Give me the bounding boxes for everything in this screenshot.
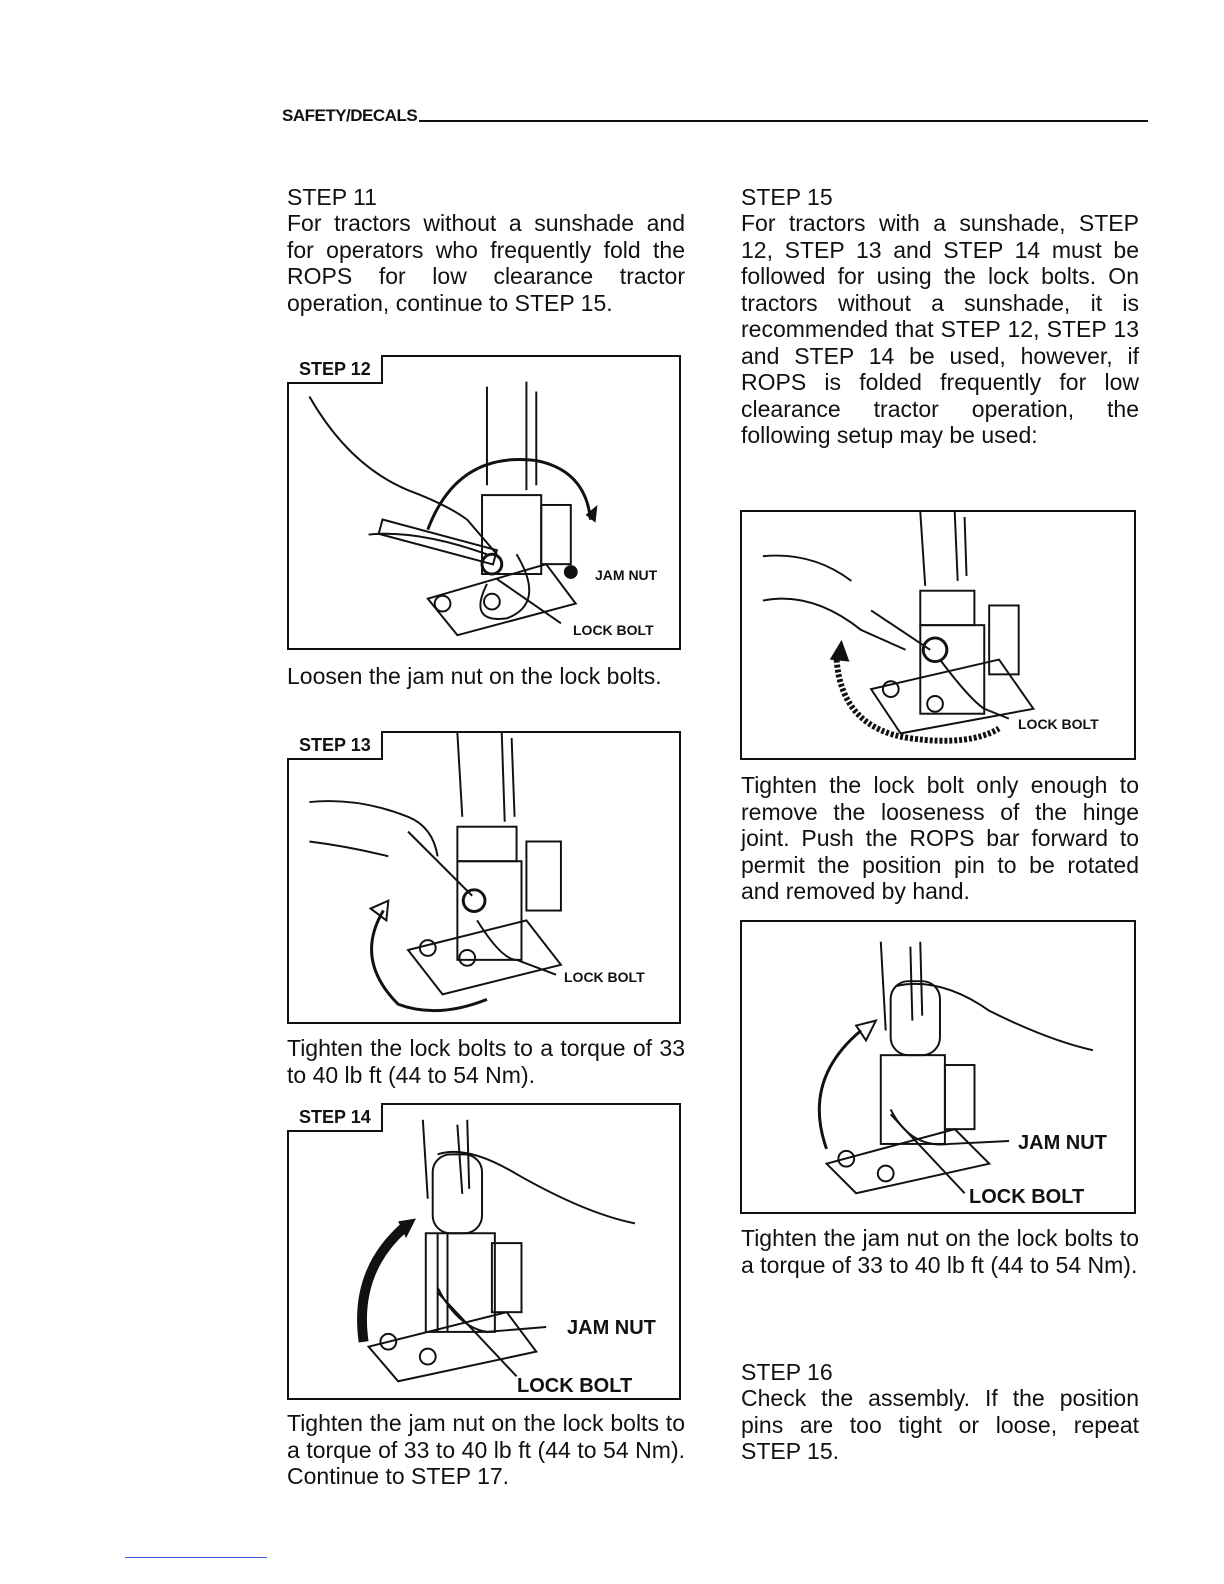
step12-caption-block: Loosen the jam nut on the lock bolts. — [287, 663, 685, 690]
lock-bolt-callout: LOCK BOLT — [517, 1375, 633, 1397]
jam-nut-callout: JAM NUT — [567, 1317, 656, 1339]
step13-illustration — [309, 733, 563, 1013]
step15-title: STEP 15 — [741, 184, 833, 210]
step14-illustration — [357, 1119, 636, 1383]
section-title: SAFETY/DECALS — [282, 106, 418, 125]
step11-block: STEP 11 For tractors without a sunshade … — [287, 184, 685, 316]
step16-block: STEP 16 Check the assembly. If the posit… — [741, 1359, 1139, 1465]
figure-step14-label: STEP 14 — [287, 1103, 383, 1132]
figure-step15-lock-bolt: LOCK BOLT — [740, 510, 1136, 760]
step15-jam-nut-illustration — [817, 941, 1094, 1195]
figure-step12: STEP 12 JAM NUT LOCK BOLT — [287, 355, 681, 650]
step15-text: For tractors with a sunshade, STEP 12, S… — [741, 210, 1139, 448]
step11-text: For tractors without a sunshade and for … — [287, 210, 685, 316]
figure-step13: STEP 13 LOCK BOLT — [287, 731, 681, 1024]
step12-caption: Loosen the jam nut on the lock bolts. — [287, 663, 662, 689]
figure-step15-jam-nut: JAM NUT LOCK BOLT — [740, 920, 1136, 1214]
lock-bolt-callout: LOCK BOLT — [969, 1186, 1085, 1208]
step15-caption-a: Tighten the lock bolt only enough to rem… — [741, 772, 1139, 904]
jam-nut-callout: JAM NUT — [595, 567, 658, 583]
footer-divider — [125, 1557, 267, 1558]
figure-step13-label: STEP 13 — [287, 731, 383, 760]
step14-caption-block: Tighten the jam nut on the lock bolts to… — [287, 1410, 685, 1490]
header-rule — [419, 120, 1148, 122]
page-header: SAFETY/DECALS — [282, 100, 1148, 126]
lock-bolt-callout: LOCK BOLT — [564, 969, 645, 985]
step15-caption-a-block: Tighten the lock bolt only enough to rem… — [741, 772, 1139, 905]
step15-caption-b: Tighten the jam nut on the lock bolts to… — [741, 1225, 1139, 1278]
jam-nut-callout: JAM NUT — [1018, 1132, 1107, 1154]
step12-illustration — [308, 381, 598, 637]
step15-lock-bolt-illustration — [762, 512, 1036, 744]
step16-title: STEP 16 — [741, 1359, 833, 1385]
figure-step14: STEP 14 JAM NUT LOCK BOLT — [287, 1103, 681, 1400]
step15-caption-b-block: Tighten the jam nut on the lock bolts to… — [741, 1225, 1139, 1278]
step13-caption-block: Tighten the lock bolts to a torque of 33… — [287, 1035, 685, 1088]
step16-text: Check the assembly. If the position pins… — [741, 1385, 1139, 1464]
step15-block: STEP 15 For tractors with a sunshade, ST… — [741, 184, 1139, 449]
figure-step12-label: STEP 12 — [287, 355, 383, 384]
step11-title: STEP 11 — [287, 184, 377, 210]
step13-caption: Tighten the lock bolts to a torque of 33… — [287, 1035, 685, 1088]
step14-caption: Tighten the jam nut on the lock bolts to… — [287, 1410, 685, 1489]
lock-bolt-callout: LOCK BOLT — [1018, 716, 1099, 732]
lock-bolt-callout: LOCK BOLT — [573, 622, 654, 638]
